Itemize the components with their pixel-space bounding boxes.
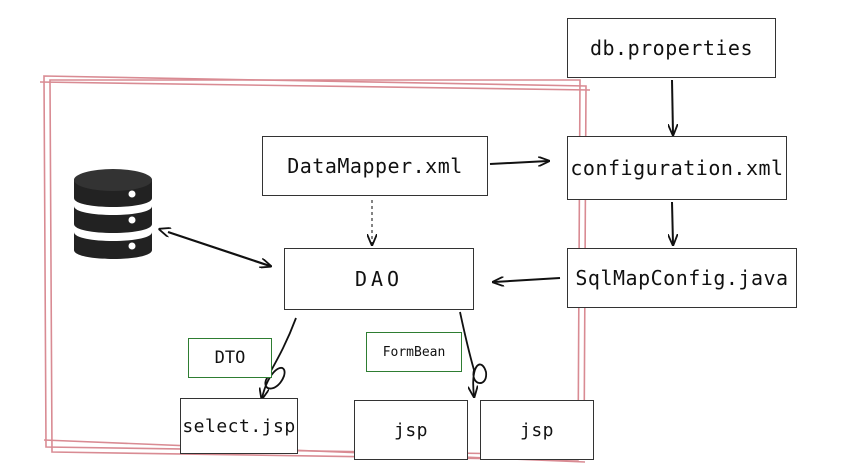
dto-label: DTO [214,348,246,368]
arrow-dao-database [168,232,270,266]
arrow-config-to-sqlmap [672,201,673,244]
arrow-sqlmap-to-dao [494,278,561,282]
arrow-dbprops-to-config [672,79,673,134]
jsp-box-1: jsp [354,400,468,460]
sqlmapconfig-java-box: SqlMapConfig.java [567,248,797,308]
select-jsp-label: select.jsp [182,415,296,437]
db-properties-box: db.properties [567,18,776,78]
dao-label: DAO [354,267,404,291]
arrow-datamapper-to-config [489,161,548,164]
dto-bean: DTO [188,338,272,378]
configuration-xml-label: configuration.xml [570,156,784,180]
formbean-bean: FormBean [366,332,462,372]
arrow-dao-to-jsp [459,311,487,396]
sqlmapconfig-java-label: SqlMapConfig.java [575,266,789,290]
database-icon [74,169,152,259]
select-jsp-box: select.jsp [180,398,298,454]
formbean-label: FormBean [382,344,446,360]
db-properties-label: db.properties [589,36,754,60]
jsp-box-2: jsp [480,400,594,460]
configuration-xml-box: configuration.xml [567,136,787,200]
dao-box: DAO [284,248,474,310]
arrow-dao-to-selectjsp [262,317,297,398]
jsp-label-1: jsp [393,419,428,441]
datamapper-xml-label: DataMapper.xml [287,154,463,178]
datamapper-xml-box: DataMapper.xml [262,136,488,196]
jsp-label-2: jsp [519,419,554,441]
